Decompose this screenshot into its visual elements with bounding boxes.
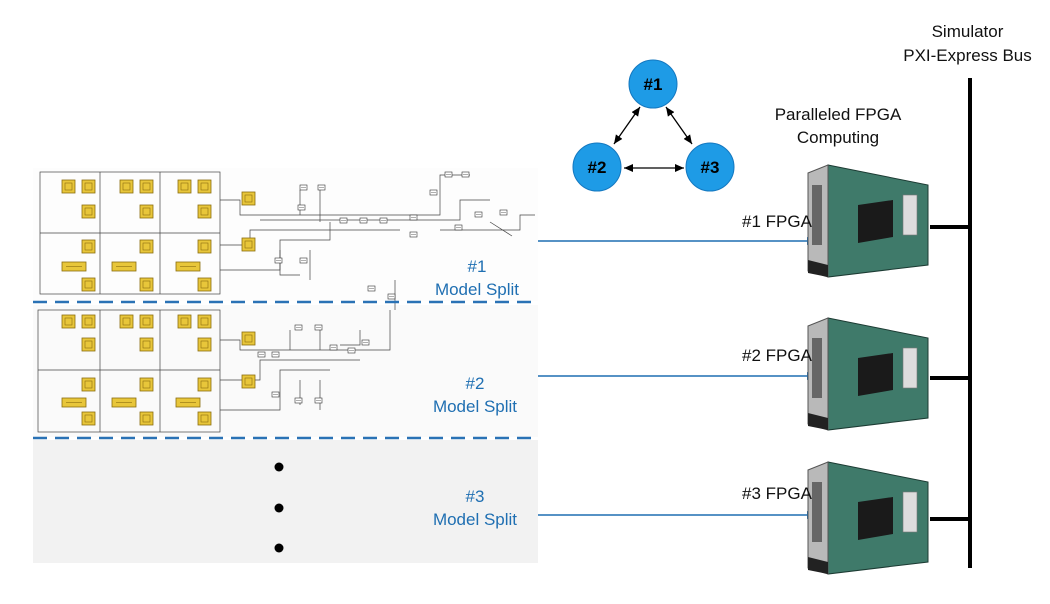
split-1-label: #1 Model Split bbox=[418, 255, 536, 301]
split-1-background bbox=[33, 168, 538, 301]
split-3-label: #3 Model Split bbox=[416, 485, 534, 531]
split-2-background bbox=[33, 305, 538, 437]
schematic-split-2 bbox=[37, 309, 391, 433]
node-3-label: #3 bbox=[701, 158, 720, 177]
node-1 bbox=[628, 59, 678, 109]
split-2-number: #2 bbox=[465, 374, 485, 393]
ellipsis-dot bbox=[274, 503, 284, 513]
split-2-text: Model Split bbox=[432, 397, 518, 416]
link-1-3 bbox=[665, 106, 693, 145]
split-3-text: Model Split bbox=[432, 510, 518, 529]
fpga-2-label: #2 FPGA bbox=[742, 346, 812, 365]
fpga-3-label: #3 FPGA bbox=[742, 484, 812, 503]
paralleled-computing-label: Paralleled FPGA Computing bbox=[753, 103, 923, 149]
fpga-board-3 bbox=[807, 461, 929, 575]
node-2-label: #2 bbox=[588, 158, 607, 177]
pxi-bus-title: PXI-Express Bus bbox=[903, 46, 1032, 65]
simulator-label: Simulator PXI-Express Bus bbox=[885, 20, 1050, 68]
fpga-1-label: #1 FPGA bbox=[742, 212, 812, 231]
fpga-board-2 bbox=[807, 317, 929, 431]
split-1-text: Model Split bbox=[434, 280, 520, 299]
node-3 bbox=[685, 142, 735, 192]
ellipsis-dot bbox=[274, 462, 284, 472]
computing-title: Computing bbox=[796, 128, 880, 147]
node-2 bbox=[572, 142, 622, 192]
split-3-placeholder-panel bbox=[33, 440, 538, 563]
fpga-board-1 bbox=[807, 164, 929, 278]
split-1-number: #1 bbox=[467, 257, 487, 276]
link-1-2 bbox=[613, 106, 641, 145]
ellipsis-dot bbox=[274, 543, 284, 553]
simulator-title: Simulator bbox=[931, 22, 1004, 41]
schematic-split-1 bbox=[39, 171, 535, 310]
split-3-number: #3 bbox=[465, 487, 485, 506]
paralleled-title: Paralleled FPGA bbox=[774, 105, 902, 124]
node-1-label: #1 bbox=[644, 75, 663, 94]
split-2-label: #2 Model Split bbox=[416, 372, 534, 418]
